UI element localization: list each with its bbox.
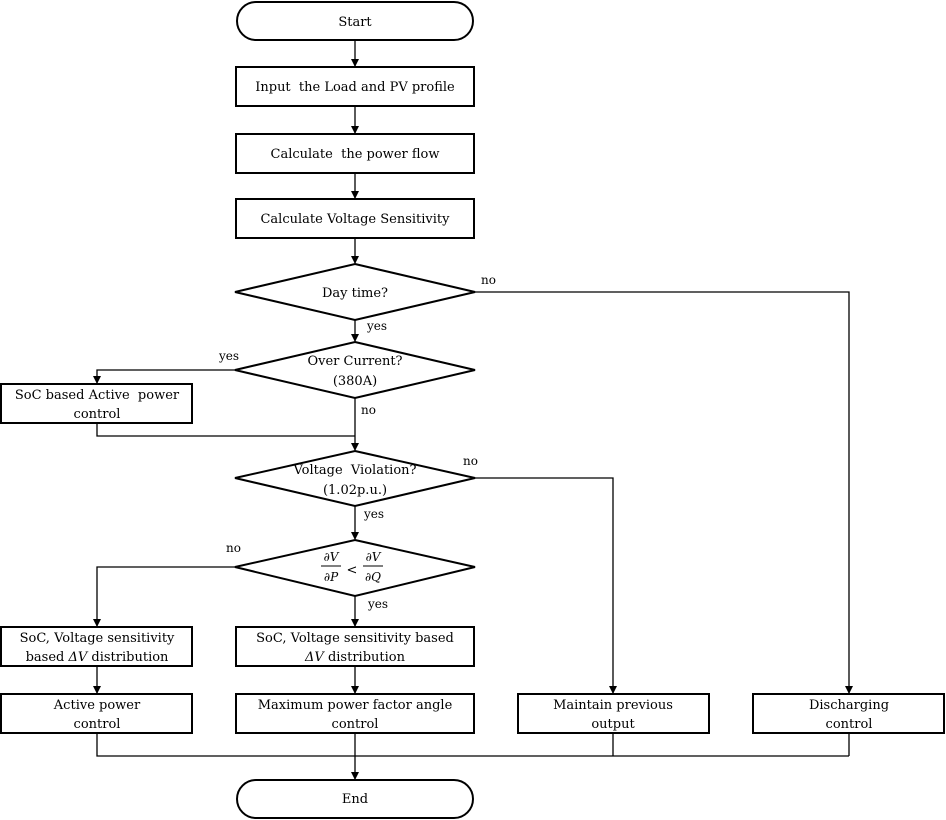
day-time-yes-label: yes bbox=[366, 319, 387, 333]
maintain-label-line1: Maintain previous bbox=[553, 698, 673, 713]
start-label: Start bbox=[338, 15, 372, 30]
voltage-violation-label-line2: (1.02p.u.) bbox=[323, 483, 387, 498]
maintain-label-line2: output bbox=[591, 717, 635, 732]
end-label: End bbox=[342, 792, 368, 807]
voltage-violation-label-line1: Voltage Violation? bbox=[292, 463, 416, 478]
discharging-label-line1: Discharging bbox=[809, 698, 889, 713]
input-label: Input the Load and PV profile bbox=[255, 80, 455, 95]
edge-labels: no yes yes no no yes no yes bbox=[218, 273, 496, 611]
day-time-label: Day time? bbox=[322, 286, 388, 301]
voltage-sensitivity-label: Calculate Voltage Sensitivity bbox=[260, 212, 450, 227]
edges bbox=[93, 40, 853, 780]
edge-voltageviolation-no-maintain bbox=[475, 477, 617, 694]
compare-left-denominator: ∂P bbox=[324, 570, 339, 584]
voltage-violation-no-label: no bbox=[463, 454, 478, 468]
maintain-process bbox=[517, 693, 710, 734]
active-power-label-line2: control bbox=[74, 717, 121, 732]
dist-left-process bbox=[0, 626, 193, 667]
dist-left-suffix: distribution bbox=[87, 650, 169, 665]
dist-mid-suffix: distribution bbox=[324, 650, 406, 665]
discharging-process bbox=[752, 693, 945, 734]
edge-socactive-merge bbox=[96, 423, 355, 437]
compare-no-label: no bbox=[226, 541, 241, 555]
power-flow-label: Calculate the power flow bbox=[271, 147, 440, 162]
start-terminal bbox=[236, 1, 474, 41]
dist-mid-process bbox=[235, 626, 475, 667]
day-time-decision bbox=[234, 262, 476, 322]
dist-mid-label-line2: ΔV distribution bbox=[304, 650, 406, 665]
edge-overcurrent-yes-socactive bbox=[93, 369, 235, 384]
max-pf-process bbox=[235, 693, 475, 734]
max-pf-label-line1: Maximum power factor angle bbox=[258, 698, 453, 713]
edge-daytime-no-discharging bbox=[475, 291, 853, 694]
over-current-decision bbox=[234, 340, 476, 400]
soc-active-power-label-line2: control bbox=[74, 407, 121, 422]
power-flow-process bbox=[235, 133, 475, 174]
voltage-sensitivity-process bbox=[235, 198, 475, 239]
over-current-label-line1: Over Current? bbox=[307, 354, 402, 369]
active-power-label-line1: Active power bbox=[53, 698, 141, 713]
edge-bottom-merge-line bbox=[96, 733, 849, 757]
day-time-no-label: no bbox=[481, 273, 496, 287]
soc-active-power-process bbox=[0, 383, 193, 424]
compare-right-numerator: ∂V bbox=[366, 550, 382, 564]
active-power-process bbox=[0, 693, 193, 734]
compare-operator: < bbox=[347, 563, 358, 578]
dist-left-delta: ΔV bbox=[67, 650, 88, 665]
over-current-label-line2: (380A) bbox=[333, 374, 377, 389]
compare-right-denominator: ∂Q bbox=[365, 570, 381, 584]
compare-left-numerator: ∂V bbox=[324, 550, 340, 564]
edge-compare-no-distleft bbox=[93, 566, 235, 627]
sensitivity-compare-decision bbox=[234, 538, 476, 598]
input-process bbox=[235, 66, 475, 107]
voltage-violation-yes-label: yes bbox=[363, 507, 384, 521]
discharging-label-line2: control bbox=[826, 717, 873, 732]
end-terminal bbox=[236, 779, 474, 819]
max-pf-label-line2: control bbox=[332, 717, 379, 732]
soc-active-power-label-line1: SoC based Active power bbox=[15, 388, 180, 403]
dist-left-label-line1: SoC, Voltage sensitivity bbox=[20, 631, 175, 646]
over-current-yes-label: yes bbox=[218, 349, 239, 363]
voltage-violation-decision bbox=[234, 449, 476, 508]
compare-yes-label: yes bbox=[367, 597, 388, 611]
over-current-no-label: no bbox=[361, 403, 376, 417]
dist-left-label-line2: based ΔV distribution bbox=[26, 650, 169, 665]
dist-left-prefix: based bbox=[26, 650, 69, 665]
dist-mid-delta: ΔV bbox=[304, 650, 325, 665]
dist-mid-label-line1: SoC, Voltage sensitivity based bbox=[256, 631, 454, 646]
